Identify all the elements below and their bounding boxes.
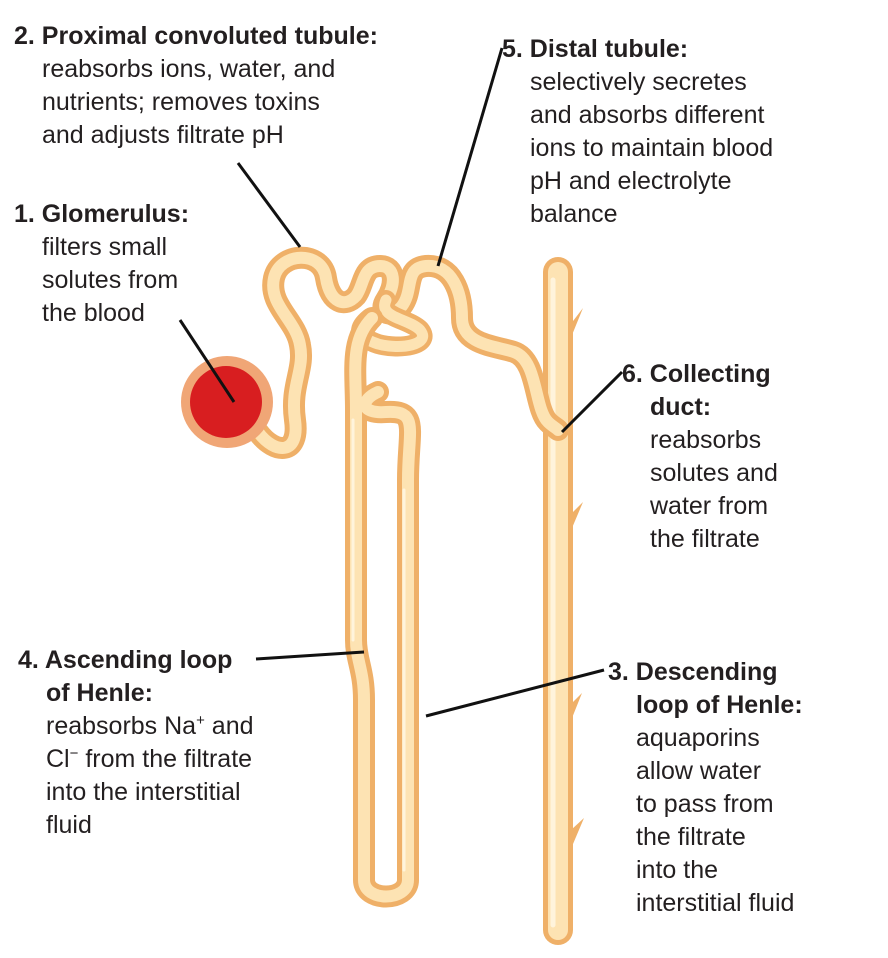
glomerulus-desc-line: the blood [42,299,145,327]
collecting-duct-branch-1 [570,308,583,335]
ascending-title: of Henle: [46,679,153,707]
collecting-duct-branch-4 [571,818,584,844]
glomerulus-desc-line: solutes from [42,266,179,294]
descending-desc-line: allow water [636,757,762,785]
ascending-desc-line: into the interstitial [46,778,241,806]
glomerulus [181,356,273,448]
loop-of-henle-highlight [351,418,406,872]
glomerulus-title: 1. Glomerulus: [14,200,190,228]
proximal-desc-line: and adjusts filtrate pH [42,121,284,149]
descending-desc-line: the filtrate [636,823,746,851]
descending-title: loop of Henle: [636,691,803,719]
tubule-lumen [252,251,564,454]
descending-title: 3. Descending [608,658,778,686]
distal-desc-line: selectively secretes [530,68,747,96]
descending-desc-line: interstitial fluid [636,889,795,917]
proximal-desc-line: nutrients; removes toxins [42,88,320,116]
nephron-tubule [247,246,569,908]
collecting-title: duct: [650,393,712,421]
ascending-cl-text: Cl [46,745,70,773]
collecting-duct [543,257,584,945]
descending-desc-line: into the [636,856,719,884]
label-proximal-tubule: 2. Proximal convoluted tubule: reabsorbs… [14,20,378,152]
label-glomerulus: 1. Glomerulus: filters small solutes fro… [14,198,189,330]
ascending-na-sup: + [196,712,205,729]
label-descending-loop: 3. Descending loop of Henle: aquaporins … [608,656,803,920]
label-distal-tubule: 5. Distal tubule: selectively secretes a… [502,33,773,231]
ascending-desc-line: Cl− from the filtrate [46,743,254,776]
glomerulus-desc-line: filters small [42,233,168,261]
label-ascending-loop: 4. Ascending loop of Henle: reabsorbs Na… [18,644,254,842]
leader-lines [178,47,624,718]
glomerulus-capillaries [190,366,262,438]
leader-line-descending [425,668,605,718]
ascending-title: 4. Ascending loop [18,646,233,674]
collecting-duct-branch-3 [570,693,582,718]
distal-desc-line: balance [530,200,618,228]
collecting-desc-line: reabsorbs [650,426,762,454]
label-collecting-duct: 6. Collecting duct: reabsorbs solutes an… [622,358,778,556]
collecting-title: 6. Collecting [622,360,771,388]
distal-desc-line: and absorbs different [530,101,765,129]
distal-desc-line: ions to maintain blood [530,134,774,162]
ascending-na-after: and [204,712,254,740]
collecting-desc-line: solutes and [650,459,778,487]
ascending-na-text: reabsorbs Na [46,712,197,740]
leader-line-distal [436,47,504,267]
descending-desc-line: to pass from [636,790,774,818]
collecting-desc-line: the filtrate [650,525,760,553]
ascending-desc-line: reabsorbs Na+ and [46,710,254,743]
proximal-desc-line: reabsorbs ions, water, and [42,55,336,83]
leader-line-ascending [255,650,365,661]
leader-line-glomerulus [178,319,236,403]
collecting-desc-line: water from [650,492,769,520]
loop-of-henle-lumen [349,312,416,903]
ascending-desc-line: fluid [46,811,92,839]
distal-title: 5. Distal tubule: [502,35,689,63]
ascending-cl-after: from the filtrate [78,745,253,773]
leader-line-collecting [560,370,624,434]
leader-line-proximal [236,162,302,248]
ascending-cl-sup: − [69,745,79,762]
proximal-title: 2. Proximal convoluted tubule: [14,22,378,50]
collecting-duct-branch-2 [570,502,583,528]
distal-desc-line: pH and electrolyte [530,167,732,195]
descending-desc-line: aquaporins [636,724,760,752]
